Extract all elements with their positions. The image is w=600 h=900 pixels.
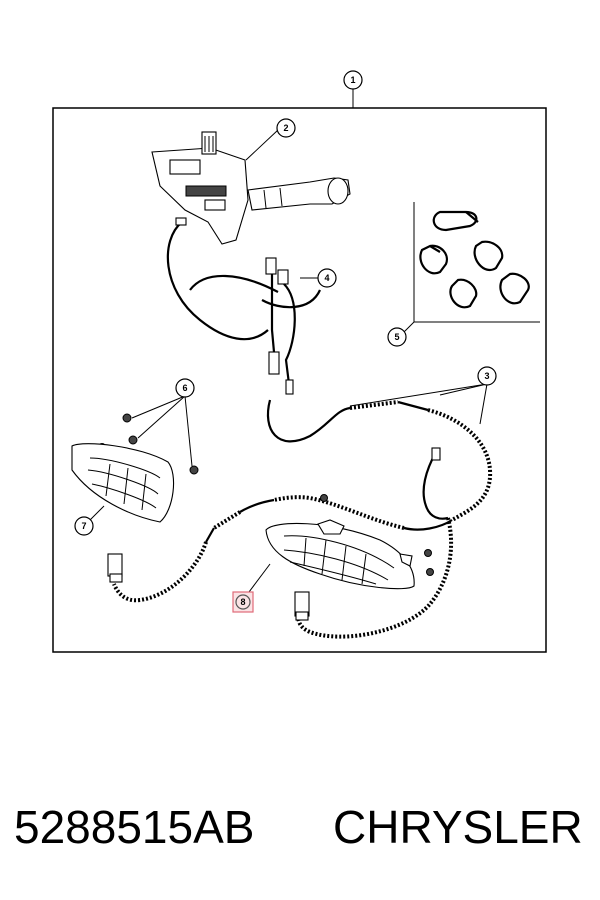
callout-2[interactable]: 2	[276, 118, 296, 138]
callout-3[interactable]: 3	[477, 366, 497, 386]
callout-6[interactable]: 6	[175, 378, 195, 398]
callout-5[interactable]: 5	[387, 327, 407, 347]
callout-label: 2	[283, 123, 288, 133]
diagram-frame	[52, 107, 547, 653]
callout-7[interactable]: 7	[74, 516, 94, 536]
right-fog-lamp	[265, 519, 415, 590]
callout-label: 5	[394, 332, 399, 342]
part-number: 5288515AB	[14, 801, 255, 853]
multifunction-switch	[151, 131, 351, 245]
callout-label: 1	[350, 75, 355, 85]
harness-connector	[261, 257, 322, 395]
callout-label: 4	[324, 273, 329, 283]
callout-label: 8	[240, 597, 245, 607]
callout-1[interactable]: 1	[343, 70, 363, 90]
callout-4[interactable]: 4	[317, 268, 337, 288]
wire-clips	[413, 202, 540, 323]
brand-name: CHRYSLER	[333, 801, 583, 853]
callout-label: 6	[182, 383, 187, 393]
callout-label: 7	[81, 521, 86, 531]
main-harness	[107, 399, 493, 639]
callout-label: 3	[484, 371, 489, 381]
left-fog-lamp	[71, 443, 175, 523]
callout-8-highlighted[interactable]: 8	[232, 591, 254, 613]
parts-diagram: 1 2 3 4 5 6 7 8	[52, 70, 547, 653]
